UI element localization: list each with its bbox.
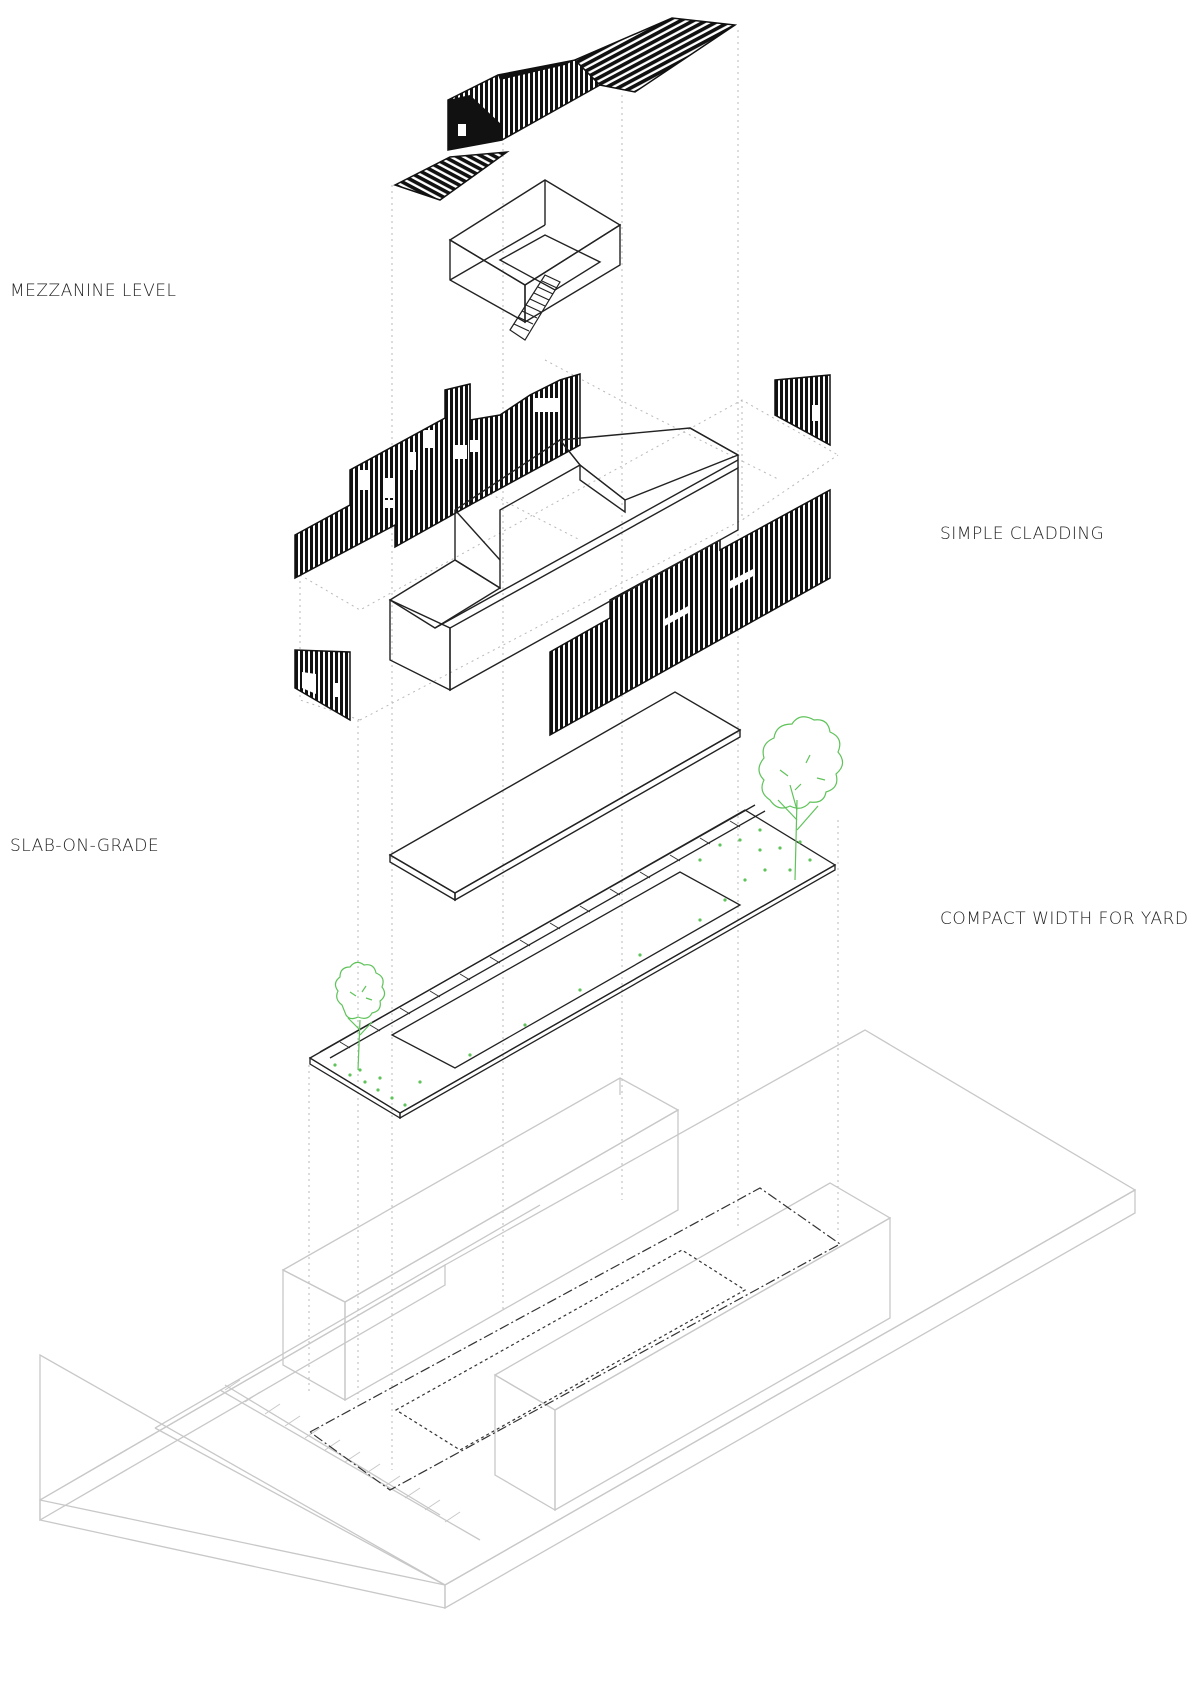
- neighbour-block-left: [281, 1077, 680, 1402]
- sidewalk-joints: [224, 1379, 461, 1523]
- mezzanine-stair: [509, 274, 561, 341]
- cladding-wall-end-right: [774, 374, 831, 447]
- tree-left-icon: [334, 961, 386, 1071]
- site-context: [39, 1029, 1137, 1610]
- label-mezzanine-level: MEZZANINE LEVEL: [10, 281, 177, 301]
- roof-window-icon: [458, 124, 466, 136]
- yard-paving-joints: [339, 820, 741, 1049]
- cladding-wall-left: [294, 372, 581, 580]
- cladding-wall-right: [549, 488, 831, 737]
- mezzanine-volume: [448, 179, 622, 324]
- neighbour-block-right: [493, 1182, 892, 1512]
- cladding-wall-end-left: [294, 649, 351, 722]
- roof-component: [393, 17, 738, 201]
- lot-footprint-dashdot: [308, 1187, 842, 1491]
- building-footprint-dotted: [394, 1249, 747, 1451]
- yard-plate: [308, 804, 837, 1120]
- slab-on-grade: [388, 691, 742, 902]
- yard-grass-dots: [333, 828, 812, 1107]
- label-simple-cladding: SIMPLE CLADDING: [940, 524, 1105, 544]
- label-compact-width-for-yard: COMPACT WIDTH FOR YARD: [940, 909, 1189, 929]
- main-volume-frame: [388, 427, 740, 692]
- label-slab-on-grade: SLAB-ON-GRADE: [10, 836, 160, 856]
- tree-right-icon: [758, 716, 844, 881]
